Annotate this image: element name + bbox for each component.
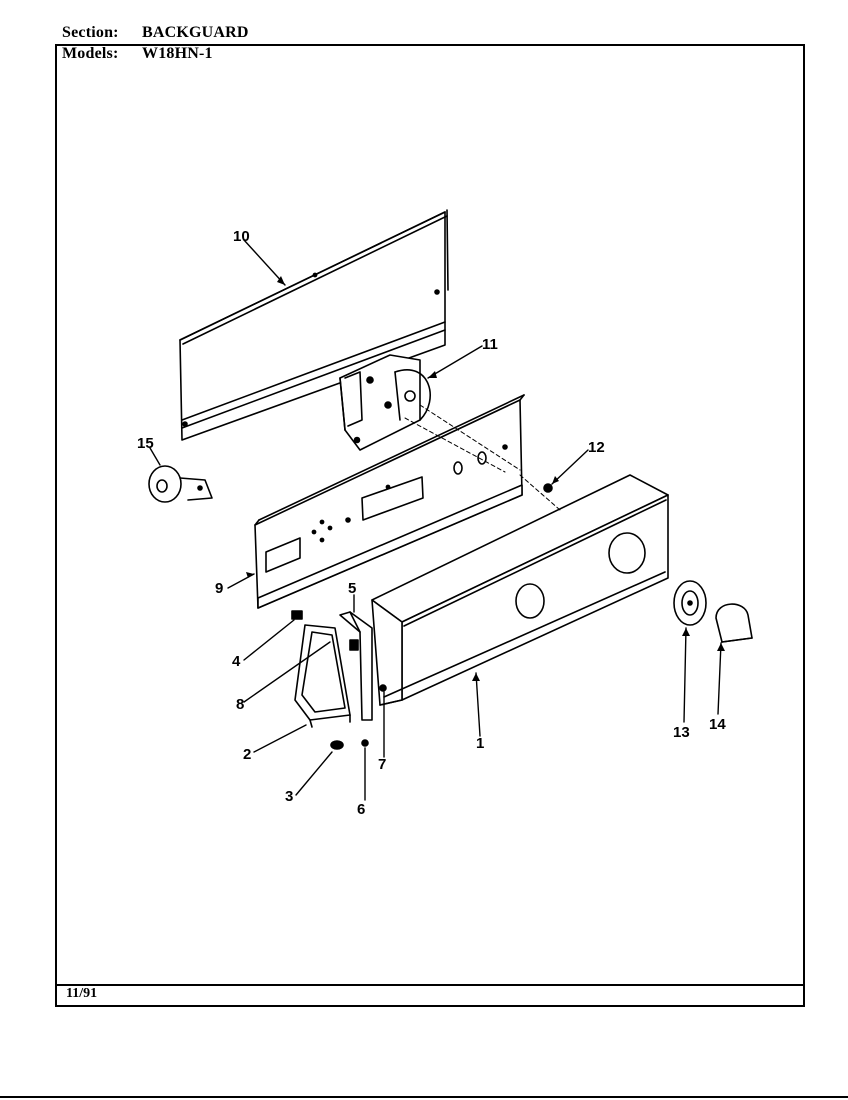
callout-12: 12	[588, 439, 605, 456]
callout-13: 13	[673, 724, 690, 741]
callout-7: 7	[378, 756, 386, 773]
callout-6: 6	[357, 801, 365, 818]
part-11-control-box	[339, 354, 431, 451]
part-12-screw	[543, 483, 553, 493]
part-13-dial	[673, 580, 707, 626]
callout-15: 15	[137, 435, 154, 452]
footer-divider	[55, 984, 805, 986]
models-label: Models:	[62, 45, 119, 62]
callout-8: 8	[236, 696, 244, 713]
callout-2: 2	[243, 746, 251, 763]
part-6-screw	[361, 739, 369, 747]
part-14-knob	[715, 603, 753, 643]
part-9-control-panel	[254, 394, 525, 609]
part-5-bracket	[339, 611, 373, 721]
part-2-end-cap	[294, 624, 351, 728]
part-1-backguard-housing	[371, 474, 669, 706]
part-7-screw	[379, 684, 387, 692]
section-value: BACKGUARD	[142, 24, 249, 41]
part-15-timer	[148, 465, 213, 503]
page-bottom-rule	[0, 1096, 848, 1098]
callout-3: 3	[285, 788, 293, 805]
part-4-clip	[291, 610, 303, 620]
callout-5: 5	[348, 580, 356, 597]
callout-1: 1	[476, 735, 484, 752]
section-label: Section:	[62, 24, 119, 41]
callout-4: 4	[232, 653, 241, 670]
part-3-clip	[330, 740, 344, 750]
part-10-rear-panel	[179, 209, 449, 441]
callout-10: 10	[233, 228, 250, 245]
callout-9: 9	[215, 580, 223, 597]
revision-date: 11/91	[66, 986, 98, 1001]
models-value: W18HN-1	[142, 45, 213, 62]
callout-14: 14	[709, 716, 726, 733]
diagram-frame	[55, 44, 805, 1007]
callout-11: 11	[482, 336, 498, 353]
